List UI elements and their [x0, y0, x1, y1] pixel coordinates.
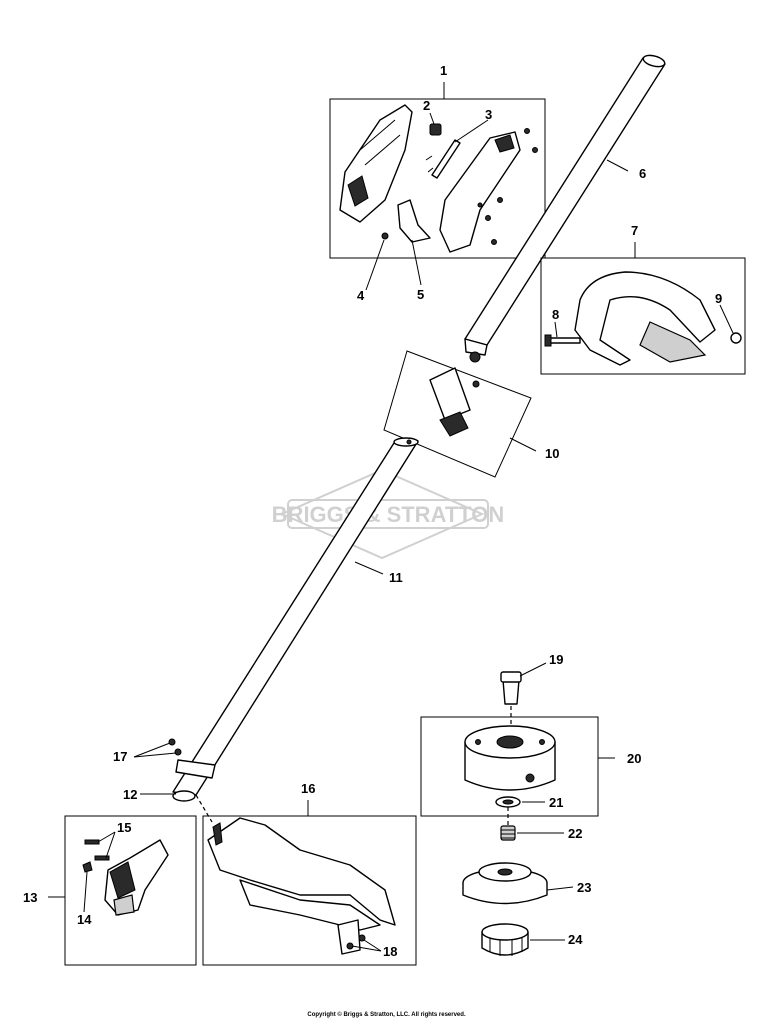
part-9-nut: [730, 332, 742, 344]
box-16: [202, 815, 417, 966]
part-2-switch: [429, 123, 442, 136]
callout-1: 1: [440, 63, 447, 78]
part-10-coupler: [429, 367, 480, 437]
watermark-logo: BRIGGS & STRATTON: [272, 468, 505, 560]
callout-16: 16: [301, 781, 315, 796]
callout-5: 5: [417, 287, 424, 302]
callout-13: 13: [23, 890, 37, 905]
callout-6: 6: [639, 166, 646, 181]
callout-20: 20: [627, 751, 641, 766]
box-13: [64, 815, 197, 966]
callout-12: 12: [123, 787, 137, 802]
part-20-arbor-housing: [464, 725, 556, 791]
callout-7: 7: [631, 223, 638, 238]
callout-3: 3: [485, 107, 492, 122]
callout-11: 11: [389, 570, 403, 585]
callout-19: 19: [549, 652, 563, 667]
callout-15: 15: [117, 820, 131, 835]
callout-14: 14: [77, 912, 92, 927]
callout-9: 9: [715, 291, 722, 306]
part-24-bump-knob: [481, 923, 529, 956]
part-19-bolt: [500, 671, 522, 705]
callout-17: 17: [113, 749, 127, 764]
part-1-housing-left: [339, 104, 413, 223]
callout-4: 4: [357, 288, 365, 303]
callout-8: 8: [552, 307, 559, 322]
part-1-housing-right: [439, 128, 538, 253]
watermark-text: BRIGGS & STRATTON: [272, 502, 505, 527]
callout-22: 22: [568, 826, 582, 841]
part-16-guard: [207, 817, 396, 955]
part-5-trigger: [397, 199, 431, 243]
part-7-handle: [574, 271, 716, 366]
copyright-notice: Copyright © Briggs & Stratton, LLC. All …: [307, 1012, 466, 1018]
part-22-spring: [500, 825, 516, 841]
callout-labels: 1 2 3 4 5 6 7 8 9 10 11 12 13 14 15 16 1…: [23, 63, 722, 959]
part-6-upper-shaft: [464, 54, 666, 363]
callout-21: 21: [549, 795, 563, 810]
part-4-screw: [381, 232, 389, 240]
callout-18: 18: [383, 944, 397, 959]
part-15-screws: [84, 839, 110, 861]
part-3-trigger-rod: [425, 139, 461, 179]
callout-10: 10: [545, 446, 559, 461]
box-10: [383, 350, 532, 478]
callout-2: 2: [423, 98, 430, 113]
box-1: [329, 98, 546, 259]
part-8-bolt: [544, 334, 581, 347]
part-14-pin: [82, 861, 93, 873]
callout-24: 24: [568, 932, 583, 947]
callout-23: 23: [577, 880, 591, 895]
part-23-spool: [462, 862, 548, 905]
part-13-gearhead: [104, 839, 169, 916]
box-20: [420, 716, 599, 817]
box-7: [540, 257, 746, 375]
part-11-lower-shaft: [172, 437, 419, 802]
leader-lines: [83, 112, 734, 952]
part-21-washer: [495, 796, 521, 808]
part-17-clamp: [168, 738, 216, 779]
